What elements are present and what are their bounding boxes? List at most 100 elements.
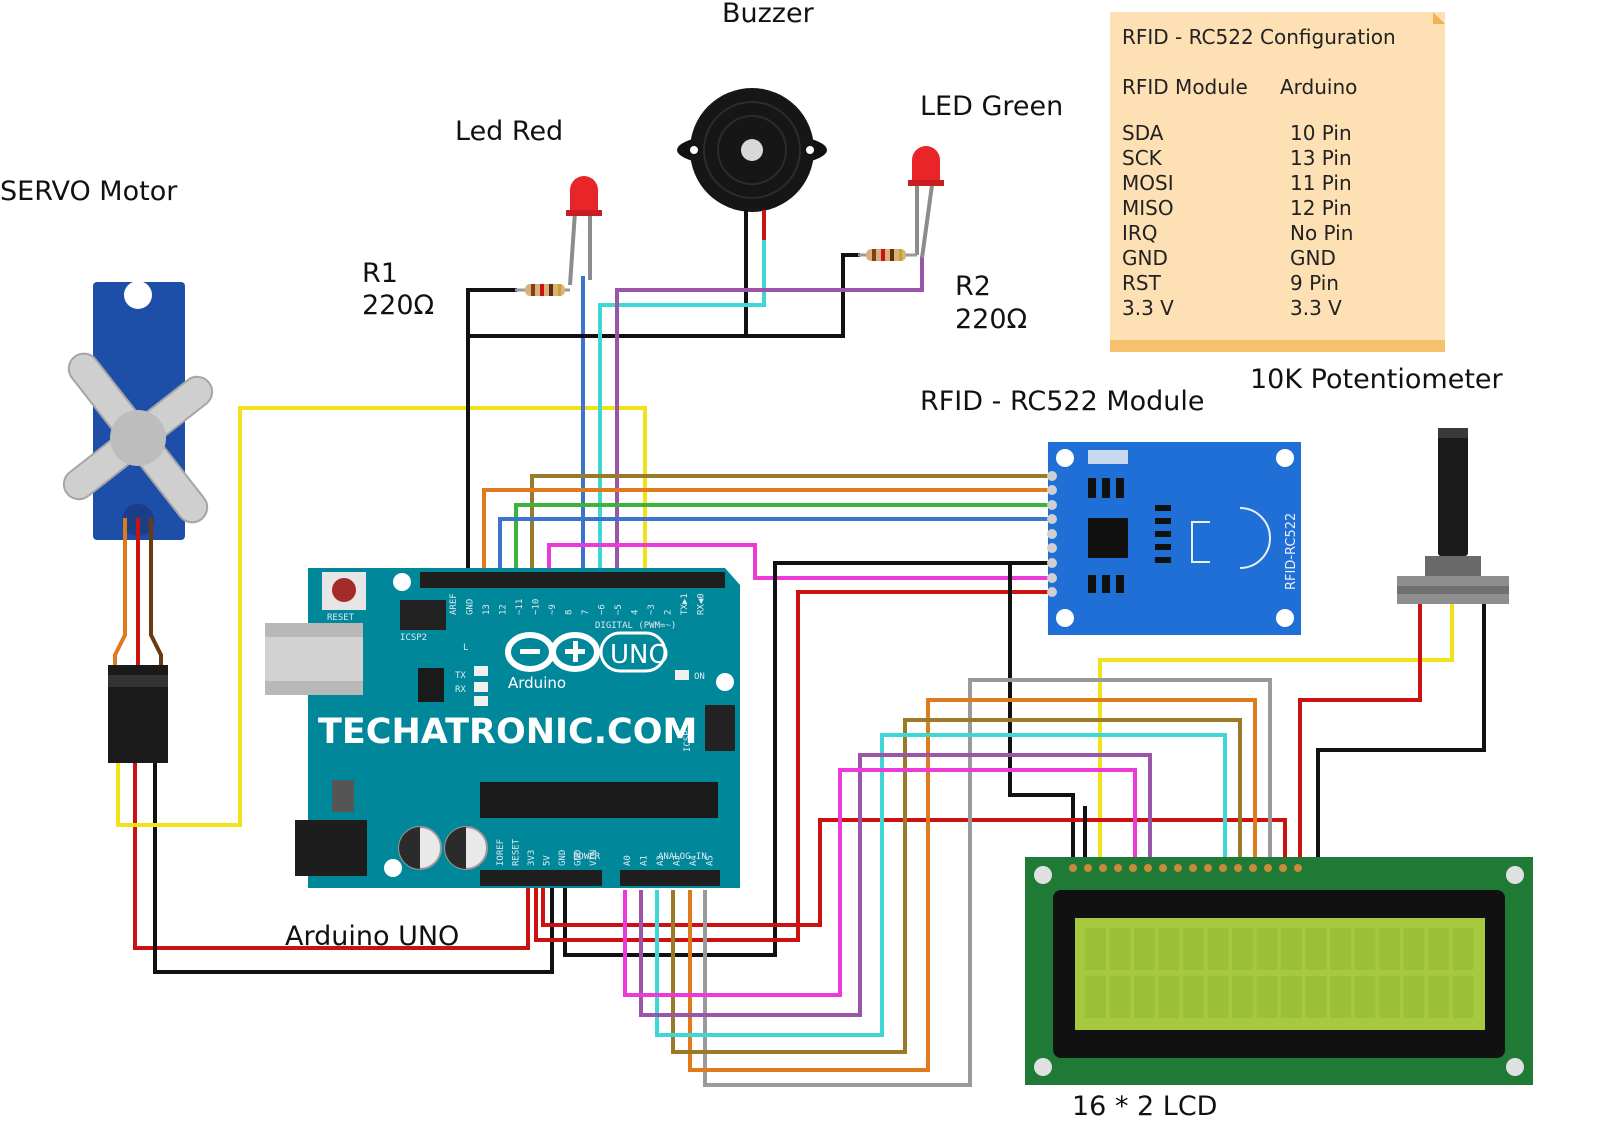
lcd-mount-hole (1034, 1058, 1052, 1076)
pin-label: RESET (512, 838, 522, 866)
rx-led (474, 696, 488, 706)
digital-label: DIGITAL (PWM=~) (595, 621, 676, 631)
config-row-module: RST (1122, 271, 1162, 295)
lcd-character-cell (1354, 928, 1376, 970)
wire-pot-yellow (1098, 603, 1454, 864)
lcd-pin (1279, 864, 1287, 872)
wires (116, 213, 1486, 1087)
power-header (480, 870, 602, 886)
rfid-pin (1047, 485, 1057, 495)
buzzer-ring-inner (717, 115, 787, 185)
reset-label: RESET (327, 613, 355, 623)
lcd-character-cell (1158, 976, 1180, 1018)
config-col-module: RFID Module (1122, 75, 1248, 99)
icsp-label: ICSP (683, 730, 693, 752)
r2-band (890, 249, 894, 261)
pin-label: TX▶1 (680, 593, 690, 615)
lcd-16x2 (1025, 857, 1533, 1085)
wire-servo-yellow (116, 406, 647, 827)
lcd-pin (1219, 864, 1227, 872)
lcd-pin (1129, 864, 1137, 872)
wire-lcd-gnd-bus (1008, 561, 1075, 864)
lcd-character-cell (1305, 928, 1327, 970)
logo-text: Arduino (508, 674, 566, 692)
resistor-r1 (515, 284, 570, 296)
led-red-dome (570, 176, 598, 215)
rfid-chip (1088, 518, 1128, 558)
rfid-pins (1047, 471, 1057, 597)
wire-lcd-brown (671, 718, 1242, 1054)
reset-button-cap[interactable] (332, 578, 356, 602)
icsp2-label: ICSP2 (400, 633, 427, 643)
r2-band (881, 249, 885, 261)
capacitor-stripe (399, 827, 420, 869)
pin-label: ~11 (515, 599, 525, 615)
rfid-mount-hole (1276, 609, 1294, 627)
pin-label: A5 (706, 855, 716, 866)
wire-rfid-3v3 (534, 590, 1050, 942)
led-red (566, 176, 602, 286)
buzzer-ring (703, 101, 801, 199)
rfid-pin (1047, 500, 1057, 510)
mount-hole (393, 573, 411, 591)
lcd-mount-hole (1506, 1058, 1524, 1076)
r1-band (531, 284, 535, 296)
rfid-smd (1102, 575, 1110, 593)
l-label: L (463, 643, 468, 653)
servo-connector-band (108, 675, 168, 687)
resistor-r2 (858, 249, 917, 261)
rfid-pin (1047, 587, 1057, 597)
rfid-smd (1116, 575, 1124, 593)
rfid-antenna-mark (1191, 521, 1210, 563)
pin-label: IOREF (496, 839, 506, 866)
power-label: POWER (573, 852, 601, 862)
config-row-arduino: GND (1290, 246, 1336, 270)
config-note: RFID - RC522 Configuration RFID Module A… (1110, 12, 1445, 352)
pin-label: 7 (581, 610, 591, 615)
lcd-character-cell (1085, 976, 1106, 1018)
lcd-character-cell (1232, 928, 1253, 970)
lcd-character-cell (1452, 928, 1474, 970)
r1-band (540, 284, 544, 296)
r1-name-label: R1 (362, 258, 398, 289)
wire-servo-black (153, 758, 554, 974)
lcd-character-cell (1207, 928, 1229, 970)
chip-small (418, 668, 444, 702)
lcd-pin (1099, 864, 1107, 872)
led-green-label: LED Green (920, 91, 1063, 122)
config-col-arduino: Arduino (1280, 75, 1357, 99)
pin-label: ~6 (598, 604, 608, 615)
pin-label: 2 (664, 610, 674, 615)
rfid-smd (1155, 531, 1171, 537)
pin-label: 13 (482, 604, 492, 615)
dc-power-jack (295, 820, 367, 876)
wire-r1-black (466, 288, 517, 574)
config-row-arduino: 9 Pin (1290, 271, 1339, 295)
wire-lcd-cyan (655, 733, 1227, 1037)
r1-band (558, 284, 561, 296)
r2-value-label: 220Ω (955, 304, 1027, 335)
wire-rfid-orange (482, 488, 1050, 574)
wire-lcd-red (541, 818, 1287, 927)
wire-rfid-blue (498, 517, 1050, 574)
tx-label: TX (455, 671, 466, 681)
wire-rfid-green (514, 503, 1050, 574)
config-row-module: IRQ (1122, 221, 1158, 245)
led-green-rim (908, 180, 944, 186)
arduino-logo: Arduino UNO (505, 631, 669, 692)
lcd-pins (1069, 864, 1302, 872)
pin-label: ~3 (647, 604, 657, 615)
servo-horn-hub (110, 410, 166, 466)
rfid-pin (1047, 471, 1057, 481)
lcd-mount-hole (1034, 866, 1052, 884)
pin-label: VIN (589, 850, 599, 866)
buzzer-leg-red (762, 210, 766, 240)
config-note-background (1110, 12, 1445, 352)
lcd-pin (1174, 864, 1182, 872)
config-row-arduino: 11 Pin (1290, 171, 1352, 195)
l-led (474, 666, 488, 676)
lcd-character-cell (1354, 976, 1376, 1018)
on-led (675, 670, 689, 680)
